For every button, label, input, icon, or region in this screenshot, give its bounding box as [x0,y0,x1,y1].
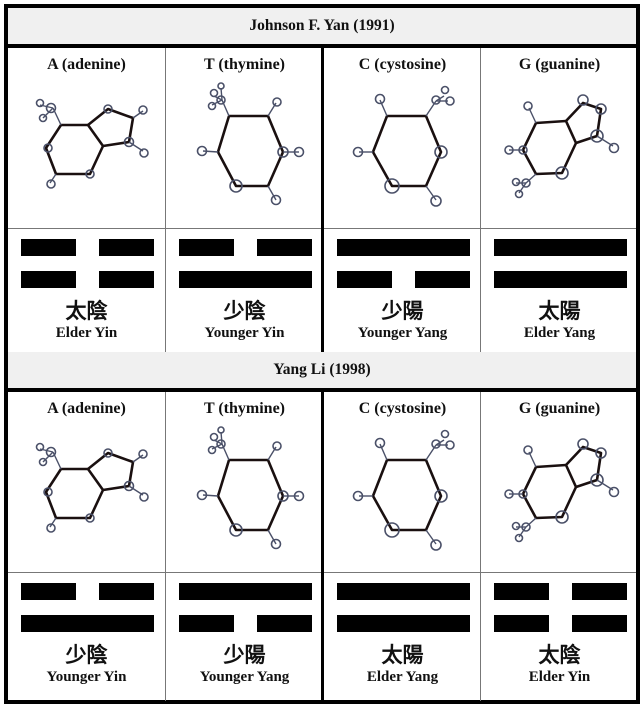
yin-line-right [99,239,154,256]
divider [8,44,636,48]
english-label: Younger Yang [357,325,448,341]
symbol-cell: 少陰 Younger Yin [8,573,165,701]
english-label: Younger Yang [199,669,290,685]
chinese-label: 少陰 [65,643,108,667]
yin-line-left [494,583,549,600]
base-cell-thymine: T (thymine) [166,48,323,228]
guanine-molecule-icon [504,94,620,199]
yin-line-left [494,615,549,632]
yang-line [179,583,312,600]
yin-line-right [415,271,470,288]
yin-line-left [21,271,76,288]
symbol-cell: 太陰 Elder Yin [481,573,638,701]
adenine-molecule-icon [35,442,149,533]
chinese-label: 太陰 [65,299,108,323]
section-header: Johnson F. Yan (1991) [8,8,636,44]
yin-line-right [257,239,312,256]
yin-line-left [21,239,76,256]
symbol-cell: 太陰 Elder Yin [8,229,165,357]
base-label: G (guanine) [518,56,601,73]
base-label: A (adenine) [47,56,126,73]
yin-line-right [572,615,627,632]
base-label: C (cystosine) [358,400,447,417]
chinese-label: 太陽 [538,299,581,323]
divider [8,388,636,392]
base-cell-thymine: T (thymine) [166,392,323,572]
english-label: Elder Yang [523,325,596,341]
comparison-table: Johnson F. Yan (1991) A (adenine) 太陰 Eld… [4,4,640,704]
chinese-label: 少陽 [381,299,424,323]
base-label: C (cystosine) [358,56,447,73]
english-label: Elder Yin [528,669,591,685]
yin-line-right [99,271,154,288]
divider [480,392,481,701]
english-label: Younger Yin [204,325,285,341]
base-cell-guanine: G (guanine) [481,392,638,572]
yang-line [337,583,470,600]
base-cell-adenine: A (adenine) [8,392,165,572]
yin-line-left [337,271,392,288]
base-label: G (guanine) [518,400,601,417]
yang-line [494,271,627,288]
chinese-label: 少陽 [223,643,266,667]
divider [480,48,481,357]
yang-line [179,271,312,288]
symbol-cell: 少陰 Younger Yin [166,229,323,357]
symbol-cell: 太陽 Elder Yang [324,573,481,701]
chinese-label: 太陽 [381,643,424,667]
english-label: Younger Yin [46,669,127,685]
yin-line-left [179,615,234,632]
symbol-cell: 少陽 Younger Yang [324,229,481,357]
chinese-label: 少陰 [223,299,266,323]
base-label: T (thymine) [203,56,286,73]
english-label: Elder Yin [55,325,118,341]
cytosine-molecule-icon [352,85,455,207]
base-cell-cytosine: C (cystosine) [324,48,481,228]
yang-line [494,239,627,256]
yang-line [337,615,470,632]
base-cell-guanine: G (guanine) [481,48,638,228]
chinese-label: 太陰 [538,643,581,667]
base-label: T (thymine) [203,400,286,417]
yin-line-right [99,583,154,600]
symbol-cell: 少陽 Younger Yang [166,573,323,701]
yin-line-right [572,583,627,600]
adenine-molecule-icon [35,98,149,189]
yang-line [21,615,154,632]
yang-line [337,239,470,256]
thymine-molecule-icon [196,82,305,206]
cytosine-molecule-icon [352,429,455,551]
yin-line-left [179,239,234,256]
base-cell-cytosine: C (cystosine) [324,392,481,572]
divider [165,392,166,701]
section-header: Yang Li (1998) [8,352,636,388]
divider [165,48,166,357]
thymine-molecule-icon [196,426,305,550]
yin-line-right [257,615,312,632]
divider [321,392,324,701]
divider [321,48,324,357]
yin-line-left [21,583,76,600]
english-label: Elder Yang [366,669,439,685]
base-label: A (adenine) [47,400,126,417]
symbol-cell: 太陽 Elder Yang [481,229,638,357]
base-cell-adenine: A (adenine) [8,48,165,228]
guanine-molecule-icon [504,438,620,543]
